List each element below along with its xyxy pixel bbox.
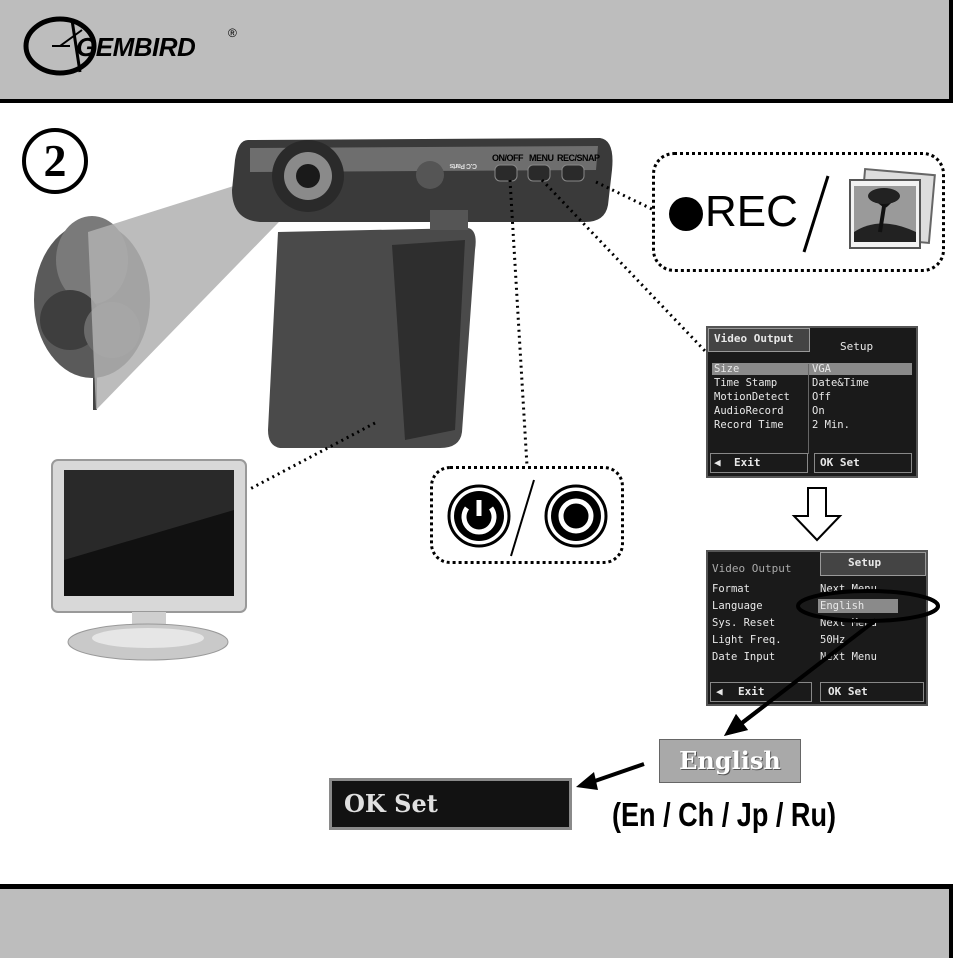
menu-row-value[interactable]: Off (812, 391, 831, 403)
menu-row-key[interactable]: Language (712, 600, 763, 612)
rec-snap-button-label: REC/SNAP (557, 153, 600, 163)
camera-flip-screen (268, 210, 476, 448)
menu-row-key[interactable]: Size (714, 363, 740, 375)
menu-row-key[interactable]: MotionDetect (714, 391, 790, 403)
camera-body (232, 138, 613, 222)
menu-button-label: MENU (529, 153, 554, 163)
tab-video-output[interactable]: Video Output (712, 562, 792, 575)
down-arrow-icon (791, 487, 843, 542)
exit-left-icon: ◀ (716, 685, 723, 698)
camera-view-cone (88, 165, 310, 410)
menu-row-value[interactable]: 2 Min. (812, 419, 850, 431)
menu-row-value[interactable]: Next Menu (820, 617, 877, 629)
menu-row-key[interactable]: Format (712, 583, 750, 595)
menu-row-value[interactable]: On (812, 405, 825, 417)
brand-name: GEMBIRD (76, 32, 196, 62)
menu-row-key[interactable]: Record Time (714, 419, 784, 431)
menu-row-key[interactable]: Time Stamp (714, 377, 778, 389)
arrow-head-icon (724, 714, 748, 736)
english-zoom: English (659, 739, 801, 783)
menu-row-key[interactable]: Date Input (712, 651, 776, 663)
menu-row-value[interactable]: Next Menu (820, 583, 877, 595)
menu-row-value[interactable]: Date&Time (812, 377, 869, 389)
on-off-button-label: ON/OFF (492, 153, 524, 163)
ok-set-button[interactable]: OK Set (828, 685, 868, 698)
ok-set-zoom: OK Set (329, 778, 572, 830)
exit-button[interactable]: Exit (738, 685, 765, 698)
arrow-head-icon (576, 772, 598, 790)
rec-callout (652, 152, 945, 272)
video-output-menu: Video Output Setup Size VGA Time Stamp D… (706, 326, 918, 478)
menu-row-value[interactable]: Next Menu (820, 651, 877, 663)
menu-row-key[interactable]: Light Freq. (712, 634, 782, 646)
monitor-icon (51, 459, 247, 661)
footer-bar (0, 884, 953, 958)
languages-list: (En / Ch / Jp / Ru) (612, 796, 836, 833)
exit-button[interactable]: Exit (734, 456, 761, 469)
tab-video-output[interactable]: Video Output (714, 332, 794, 345)
power-callout (430, 466, 624, 564)
tab-setup[interactable]: Setup (840, 340, 874, 353)
gembird-logo-icon (23, 16, 97, 76)
menu-row-key[interactable]: AudioRecord (714, 405, 784, 417)
leader-lines (247, 178, 708, 492)
menu-row-value[interactable]: 50Hz (820, 634, 846, 646)
menu-row-value[interactable]: VGA (812, 363, 831, 375)
exit-left-icon: ◀ (714, 456, 721, 469)
registered-mark: ® (228, 26, 237, 40)
tab-setup[interactable]: Setup (848, 556, 882, 569)
setup-menu: Video Output Setup Format Next Menu Lang… (706, 550, 928, 706)
step-number: 2 (22, 128, 88, 194)
lens-label: C.C Parts (450, 162, 478, 169)
menu-row-value[interactable]: English (820, 600, 865, 612)
rec-label: REC (705, 187, 798, 236)
menu-row-key[interactable]: Sys. Reset (712, 617, 776, 629)
header-bar: GEMBIRD ® (0, 0, 953, 103)
ok-set-button[interactable]: OK Set (820, 456, 860, 469)
